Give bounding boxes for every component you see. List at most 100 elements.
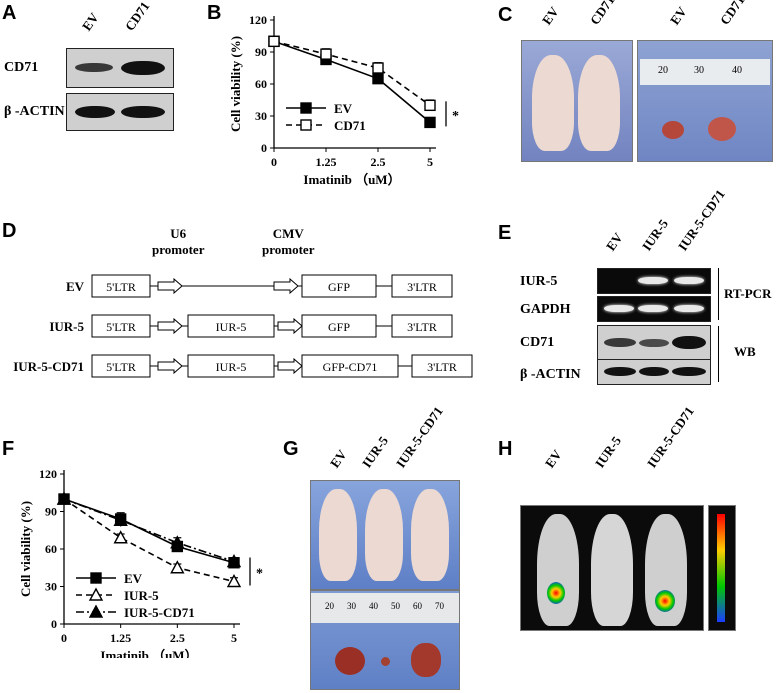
x-tick-label: 0 — [61, 631, 67, 645]
y-tick-label: 30 — [255, 109, 267, 123]
construct-box-label: GFP — [328, 280, 350, 294]
series-line — [273, 40, 431, 106]
legend-label: EV — [334, 101, 353, 116]
lane-label-iur5: IUR-5 — [358, 433, 392, 471]
label-c-cd71-2: CD71 — [716, 0, 748, 28]
y-axis-label: Cell viability (%) — [228, 36, 243, 132]
legend-label: EV — [124, 571, 143, 586]
band — [672, 336, 706, 349]
construct-box-label: 5'LTR — [106, 280, 136, 294]
promoter-arrow — [157, 357, 183, 375]
construct-box — [301, 354, 399, 378]
lane-label-ev: EV — [326, 447, 350, 471]
data-point — [372, 72, 384, 85]
band — [121, 106, 165, 118]
ruler — [640, 59, 770, 85]
promoter-arrow — [157, 277, 183, 295]
legend-label: CD71 — [334, 118, 366, 133]
construct-box — [187, 314, 275, 338]
signal-iur5-cd71 — [655, 590, 675, 612]
mouse — [365, 489, 403, 581]
promoter-cmv: CMV promoter — [262, 226, 315, 257]
construct-box — [391, 314, 453, 338]
panel-label-g: G — [283, 438, 299, 460]
ruler-tick-label: 60 — [413, 601, 422, 611]
construct-box-label: GFP-CD71 — [323, 360, 378, 374]
promoter-u6: U6 promoter — [152, 226, 205, 257]
mouse — [578, 55, 620, 151]
band — [639, 367, 669, 376]
ruler-tick-label: 30 — [347, 601, 356, 611]
ivis-colorbar — [708, 505, 736, 631]
data-point — [170, 535, 185, 549]
signal-ev — [547, 582, 565, 604]
band — [674, 305, 704, 312]
blot-actin — [66, 93, 174, 131]
blot-label-cd71: CD71 — [4, 60, 39, 75]
x-axis-label: Imatinib （uM） — [303, 172, 400, 187]
x-tick-label: 1.25 — [316, 155, 337, 169]
tumor-ev — [335, 647, 365, 675]
group-label-rtpcr: RT-PCR — [724, 286, 772, 301]
series-line — [63, 498, 235, 563]
ruler — [311, 593, 459, 623]
ruler-tick-label: 20 — [658, 65, 668, 76]
label-c-ev-2: EV — [666, 4, 690, 28]
ruler-tick-label: 40 — [369, 601, 378, 611]
ruler-tick-label: 70 — [435, 601, 444, 611]
x-tick-label: 1.25 — [110, 631, 131, 645]
y-tick-label: 90 — [45, 505, 57, 519]
construct-box-label: 3'LTR — [427, 360, 457, 374]
blot-label-actin: β -ACTIN — [520, 367, 581, 382]
construct-name: EV — [66, 279, 85, 294]
y-tick-label: 90 — [255, 45, 267, 59]
lane-label-iur5: IUR-5 — [591, 433, 625, 471]
tumor-iur5 — [381, 657, 390, 666]
data-point — [424, 99, 436, 112]
construct-box-label: IUR-5 — [216, 360, 247, 374]
y-tick-label: 120 — [39, 467, 57, 481]
mouse — [532, 55, 574, 151]
band — [604, 305, 634, 312]
data-point — [424, 116, 436, 129]
blot-cd71 — [66, 48, 174, 88]
lane-label-ev: EV — [602, 230, 626, 254]
x-tick-label: 5 — [231, 631, 237, 645]
x-axis-label: Imatinib （uM） — [100, 648, 197, 658]
data-point — [268, 35, 280, 48]
data-point — [320, 48, 332, 60]
significance-label: * — [256, 567, 263, 582]
y-axis-label: Cell viability (%) — [18, 501, 33, 597]
y-tick-label: 0 — [261, 141, 267, 155]
construct-box-label: 5'LTR — [106, 360, 136, 374]
mouse — [591, 514, 633, 626]
gel-label-gapdh: GAPDH — [520, 302, 571, 317]
band — [75, 106, 115, 118]
construct-box — [301, 274, 377, 298]
tumor-cd71 — [708, 117, 736, 141]
lane-label-ev: EV — [541, 447, 565, 471]
construct-box — [187, 354, 275, 378]
construct-box — [391, 274, 453, 298]
data-point — [113, 512, 128, 526]
construct-box-label: IUR-5 — [216, 320, 247, 334]
construct-box-label: 3'LTR — [407, 320, 437, 334]
construct-name: IUR-5 — [49, 319, 84, 334]
y-tick-label: 60 — [45, 542, 57, 556]
band — [604, 367, 636, 376]
data-point — [56, 491, 72, 505]
ivis-image — [520, 505, 704, 631]
band — [674, 277, 704, 284]
data-point — [226, 554, 242, 568]
panel-label-b: B — [207, 2, 222, 24]
ruler-tick-label: 40 — [732, 65, 742, 76]
panel-label-e: E — [498, 222, 512, 244]
photo-g-tumors: 20 30 40 50 60 70 — [310, 590, 460, 690]
lane-label-iur5-cd71: IUR-5-CD71 — [674, 186, 728, 254]
construct-box-label: 3'LTR — [407, 280, 437, 294]
y-tick-label: 0 — [51, 617, 57, 631]
significance-label: * — [452, 109, 459, 124]
